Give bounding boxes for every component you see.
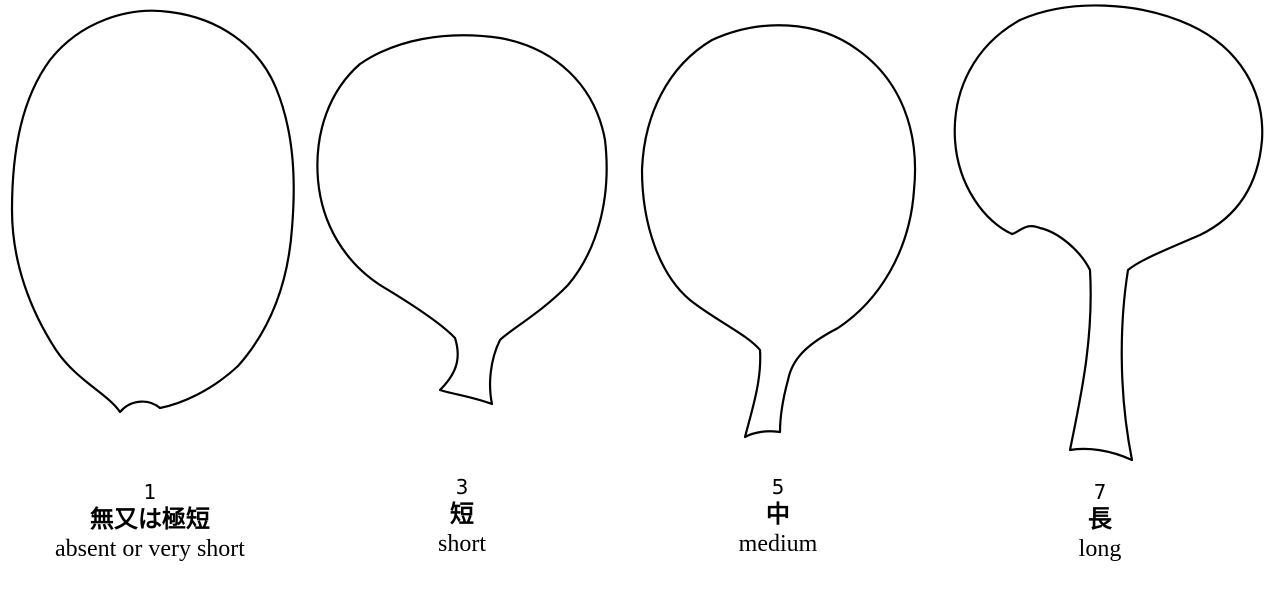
- label-en-3: short: [438, 531, 486, 557]
- leaf-outline-7: [953, 4, 1264, 462]
- label-en-5: medium: [738, 531, 818, 557]
- label-ja-1: 無又は極短: [90, 505, 210, 533]
- code-1: 1: [143, 480, 157, 504]
- leaf-outline-1: [10, 9, 295, 414]
- code-3: 3: [455, 475, 469, 499]
- caption-1: 1 無又は極短 absent or very short: [0, 480, 300, 564]
- caption-7: 7 長 long: [950, 480, 1250, 564]
- label-en-7: long: [1078, 536, 1122, 562]
- code-7: 7: [1093, 480, 1107, 504]
- label-ja-3: 短: [450, 500, 474, 528]
- leaf-outline-3: [316, 34, 608, 406]
- label-ja-7: 長: [1088, 505, 1112, 533]
- leaf-outline-5: [640, 24, 917, 439]
- label-ja-5: 中: [766, 500, 790, 528]
- label-en-1: absent or very short: [55, 536, 245, 562]
- leaf-outlines: [10, 4, 1264, 462]
- caption-5: 5 中 medium: [628, 475, 928, 559]
- code-5: 5: [771, 475, 785, 499]
- caption-3: 3 短 short: [312, 475, 612, 559]
